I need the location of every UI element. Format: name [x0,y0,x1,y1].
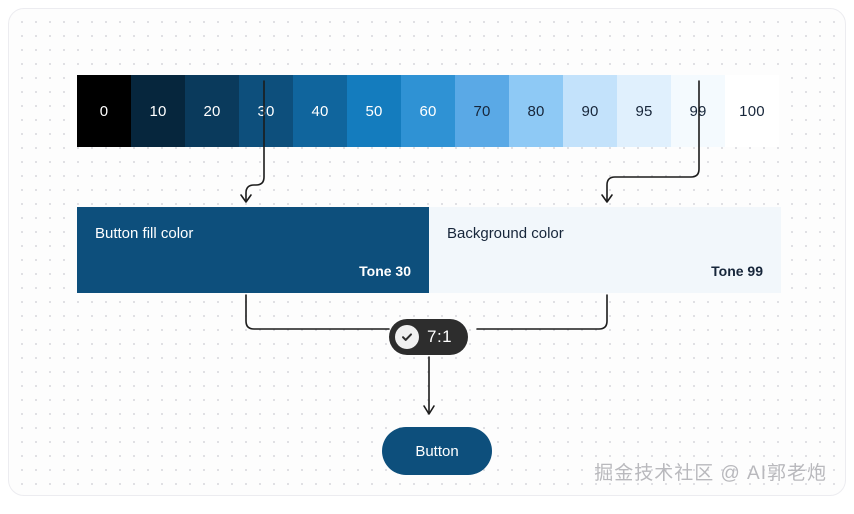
result-button[interactable]: Button [382,427,492,475]
tonal-palette-ramp: 0 10 20 30 40 50 60 70 80 90 95 99 100 [77,75,779,147]
tone-swatch-30[interactable]: 30 [239,75,293,147]
tone-swatch-label: 99 [689,102,707,120]
tone-swatch-99[interactable]: 99 [671,75,725,147]
tone-swatch-70[interactable]: 70 [455,75,509,147]
tone-swatch-label: 60 [419,102,437,120]
tone-swatch-95[interactable]: 95 [617,75,671,147]
tone-swatch-label: 90 [581,102,599,120]
tone-swatch-90[interactable]: 90 [563,75,617,147]
tone-swatch-label: 0 [99,102,109,120]
watermark-text: 掘金技术社区 @ AI郭老炮 [594,463,827,484]
tone-swatch-50[interactable]: 50 [347,75,401,147]
tone-swatch-label: 100 [739,102,765,120]
background-color-block: Background color Tone 99 [429,207,781,293]
check-circle-icon [395,325,419,349]
tone-swatch-80[interactable]: 80 [509,75,563,147]
tone-swatch-60[interactable]: 60 [401,75,455,147]
wire-tone99-arrowhead [601,194,613,203]
tone-swatch-label: 40 [311,102,329,120]
tone-swatch-label: 95 [635,102,653,120]
contrast-ratio-badge: 7:1 [389,319,469,355]
wire-fill-to-badge [245,294,390,330]
tone-swatch-label: 70 [473,102,491,120]
tone-swatch-label: 30 [257,102,275,120]
button-fill-color-block: Button fill color Tone 30 [77,207,429,293]
button-fill-color-title: Button fill color [95,225,194,242]
contrast-ratio-value: 7:1 [427,327,453,346]
button-fill-color-tone: Tone 30 [359,263,411,279]
tone-swatch-20[interactable]: 20 [185,75,239,147]
tone-swatch-0[interactable]: 0 [77,75,131,147]
tone-swatch-100[interactable]: 100 [725,75,779,147]
wire-bg-to-badge [476,294,608,330]
tone-swatch-40[interactable]: 40 [293,75,347,147]
tone-swatch-label: 20 [203,102,221,120]
background-color-tone: Tone 99 [711,263,763,279]
tone-swatch-label: 10 [149,102,167,120]
background-color-title: Background color [447,225,564,242]
tone-swatch-label: 80 [527,102,545,120]
wire-tone30-arrowhead [240,194,252,203]
tone-swatch-10[interactable]: 10 [131,75,185,147]
tone-swatch-label: 50 [365,102,383,120]
wire-badge-arrowhead [423,405,435,415]
